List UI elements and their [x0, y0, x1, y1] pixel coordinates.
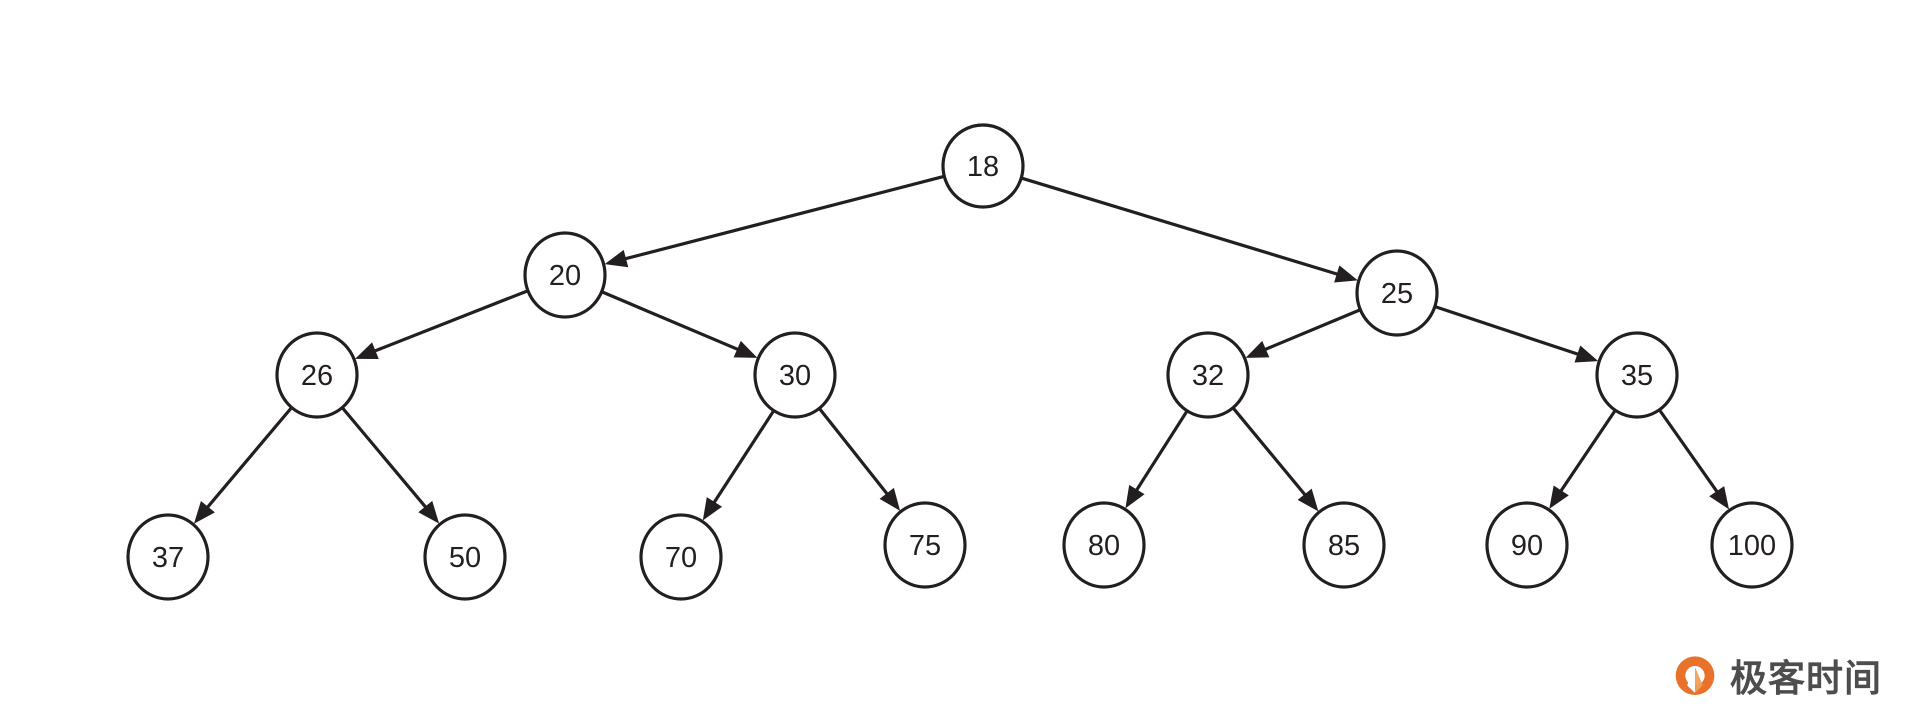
tree-edge — [1435, 305, 1599, 363]
tree-node-32[interactable]: 32 — [1166, 331, 1250, 419]
node-label: 20 — [549, 260, 581, 292]
edges-layer — [193, 175, 1730, 524]
node-label: 18 — [967, 151, 999, 183]
node-circle — [1355, 249, 1439, 337]
edge-arrowhead-icon — [733, 340, 758, 358]
node-label: 32 — [1192, 360, 1224, 392]
tree-edge — [1021, 176, 1358, 283]
tree-edge — [355, 289, 528, 360]
edge-arrowhead-icon — [1709, 486, 1730, 510]
node-circle — [883, 501, 967, 589]
node-label: 26 — [301, 360, 333, 392]
tree-edge — [1245, 308, 1361, 358]
tree-edge — [193, 407, 293, 524]
node-label: 75 — [909, 530, 941, 562]
tree-edge — [702, 410, 775, 521]
edge-arrowhead-icon — [1549, 485, 1569, 509]
tree-node-20[interactable]: 20 — [523, 231, 607, 319]
node-label: 35 — [1621, 360, 1653, 392]
node-label: 30 — [779, 360, 811, 392]
node-circle — [1595, 331, 1679, 419]
node-circle — [941, 123, 1025, 209]
watermark-text: 极客时间 — [1730, 656, 1882, 700]
edge-arrowhead-icon — [1574, 345, 1599, 363]
node-label: 80 — [1088, 530, 1120, 562]
tree-edge — [1125, 410, 1188, 509]
node-label: 50 — [449, 542, 481, 574]
tree-edge — [1232, 407, 1319, 512]
node-circle — [639, 513, 723, 601]
tree-edge — [601, 290, 758, 358]
node-circle — [1302, 501, 1386, 589]
tree-node-35[interactable]: 35 — [1595, 331, 1679, 419]
node-circle — [1062, 501, 1146, 589]
tree-node-37[interactable]: 37 — [126, 513, 210, 601]
node-label: 85 — [1328, 530, 1360, 562]
geektime-q-pin-logo-icon — [1675, 656, 1715, 696]
edge-arrowhead-icon — [604, 249, 629, 268]
watermark: 极客时间 — [1672, 655, 1882, 701]
tree-node-90[interactable]: 90 — [1485, 501, 1569, 589]
edge-arrowhead-icon — [1245, 340, 1270, 358]
edge-arrowhead-icon — [418, 500, 440, 524]
tree-edge — [604, 175, 944, 268]
node-circle — [1166, 331, 1250, 419]
edge-arrowhead-icon — [1334, 265, 1358, 283]
tree-node-26[interactable]: 26 — [275, 331, 359, 419]
node-label: 100 — [1728, 530, 1776, 562]
node-circle — [126, 513, 210, 601]
edge-arrowhead-icon — [193, 501, 215, 524]
tree-node-50[interactable]: 50 — [423, 513, 507, 601]
edge-arrowhead-icon — [355, 342, 379, 360]
tree-edge — [1549, 410, 1617, 509]
tree-node-18[interactable]: 18 — [941, 123, 1025, 209]
node-label: 90 — [1511, 530, 1543, 562]
node-circle — [1485, 501, 1569, 589]
node-circle — [523, 231, 607, 319]
node-label: 70 — [665, 542, 697, 574]
node-circle — [275, 331, 359, 419]
tree-node-30[interactable]: 30 — [753, 331, 837, 419]
tree-edge — [1658, 409, 1730, 510]
tree-node-100[interactable]: 100 — [1710, 501, 1794, 589]
edge-arrowhead-icon — [1125, 484, 1145, 509]
tree-edge — [341, 407, 440, 524]
tree-node-70[interactable]: 70 — [639, 513, 723, 601]
tree-node-80[interactable]: 80 — [1062, 501, 1146, 589]
node-label: 25 — [1381, 278, 1413, 310]
tree-node-75[interactable]: 75 — [883, 501, 967, 589]
node-label: 37 — [152, 542, 184, 574]
edge-arrowhead-icon — [879, 487, 901, 511]
node-circle — [1710, 501, 1794, 589]
node-circle — [423, 513, 507, 601]
edge-arrowhead-icon — [702, 497, 723, 521]
edge-arrowhead-icon — [1297, 488, 1319, 512]
node-circle — [753, 331, 837, 419]
nodes-layer: 18 20 25 26 30 32 35 37 50 70 75 80 85 90 100 — [126, 123, 1794, 601]
tree-node-85[interactable]: 85 — [1302, 501, 1386, 589]
tree-node-25[interactable]: 25 — [1355, 249, 1439, 337]
tree-edge — [818, 408, 901, 511]
